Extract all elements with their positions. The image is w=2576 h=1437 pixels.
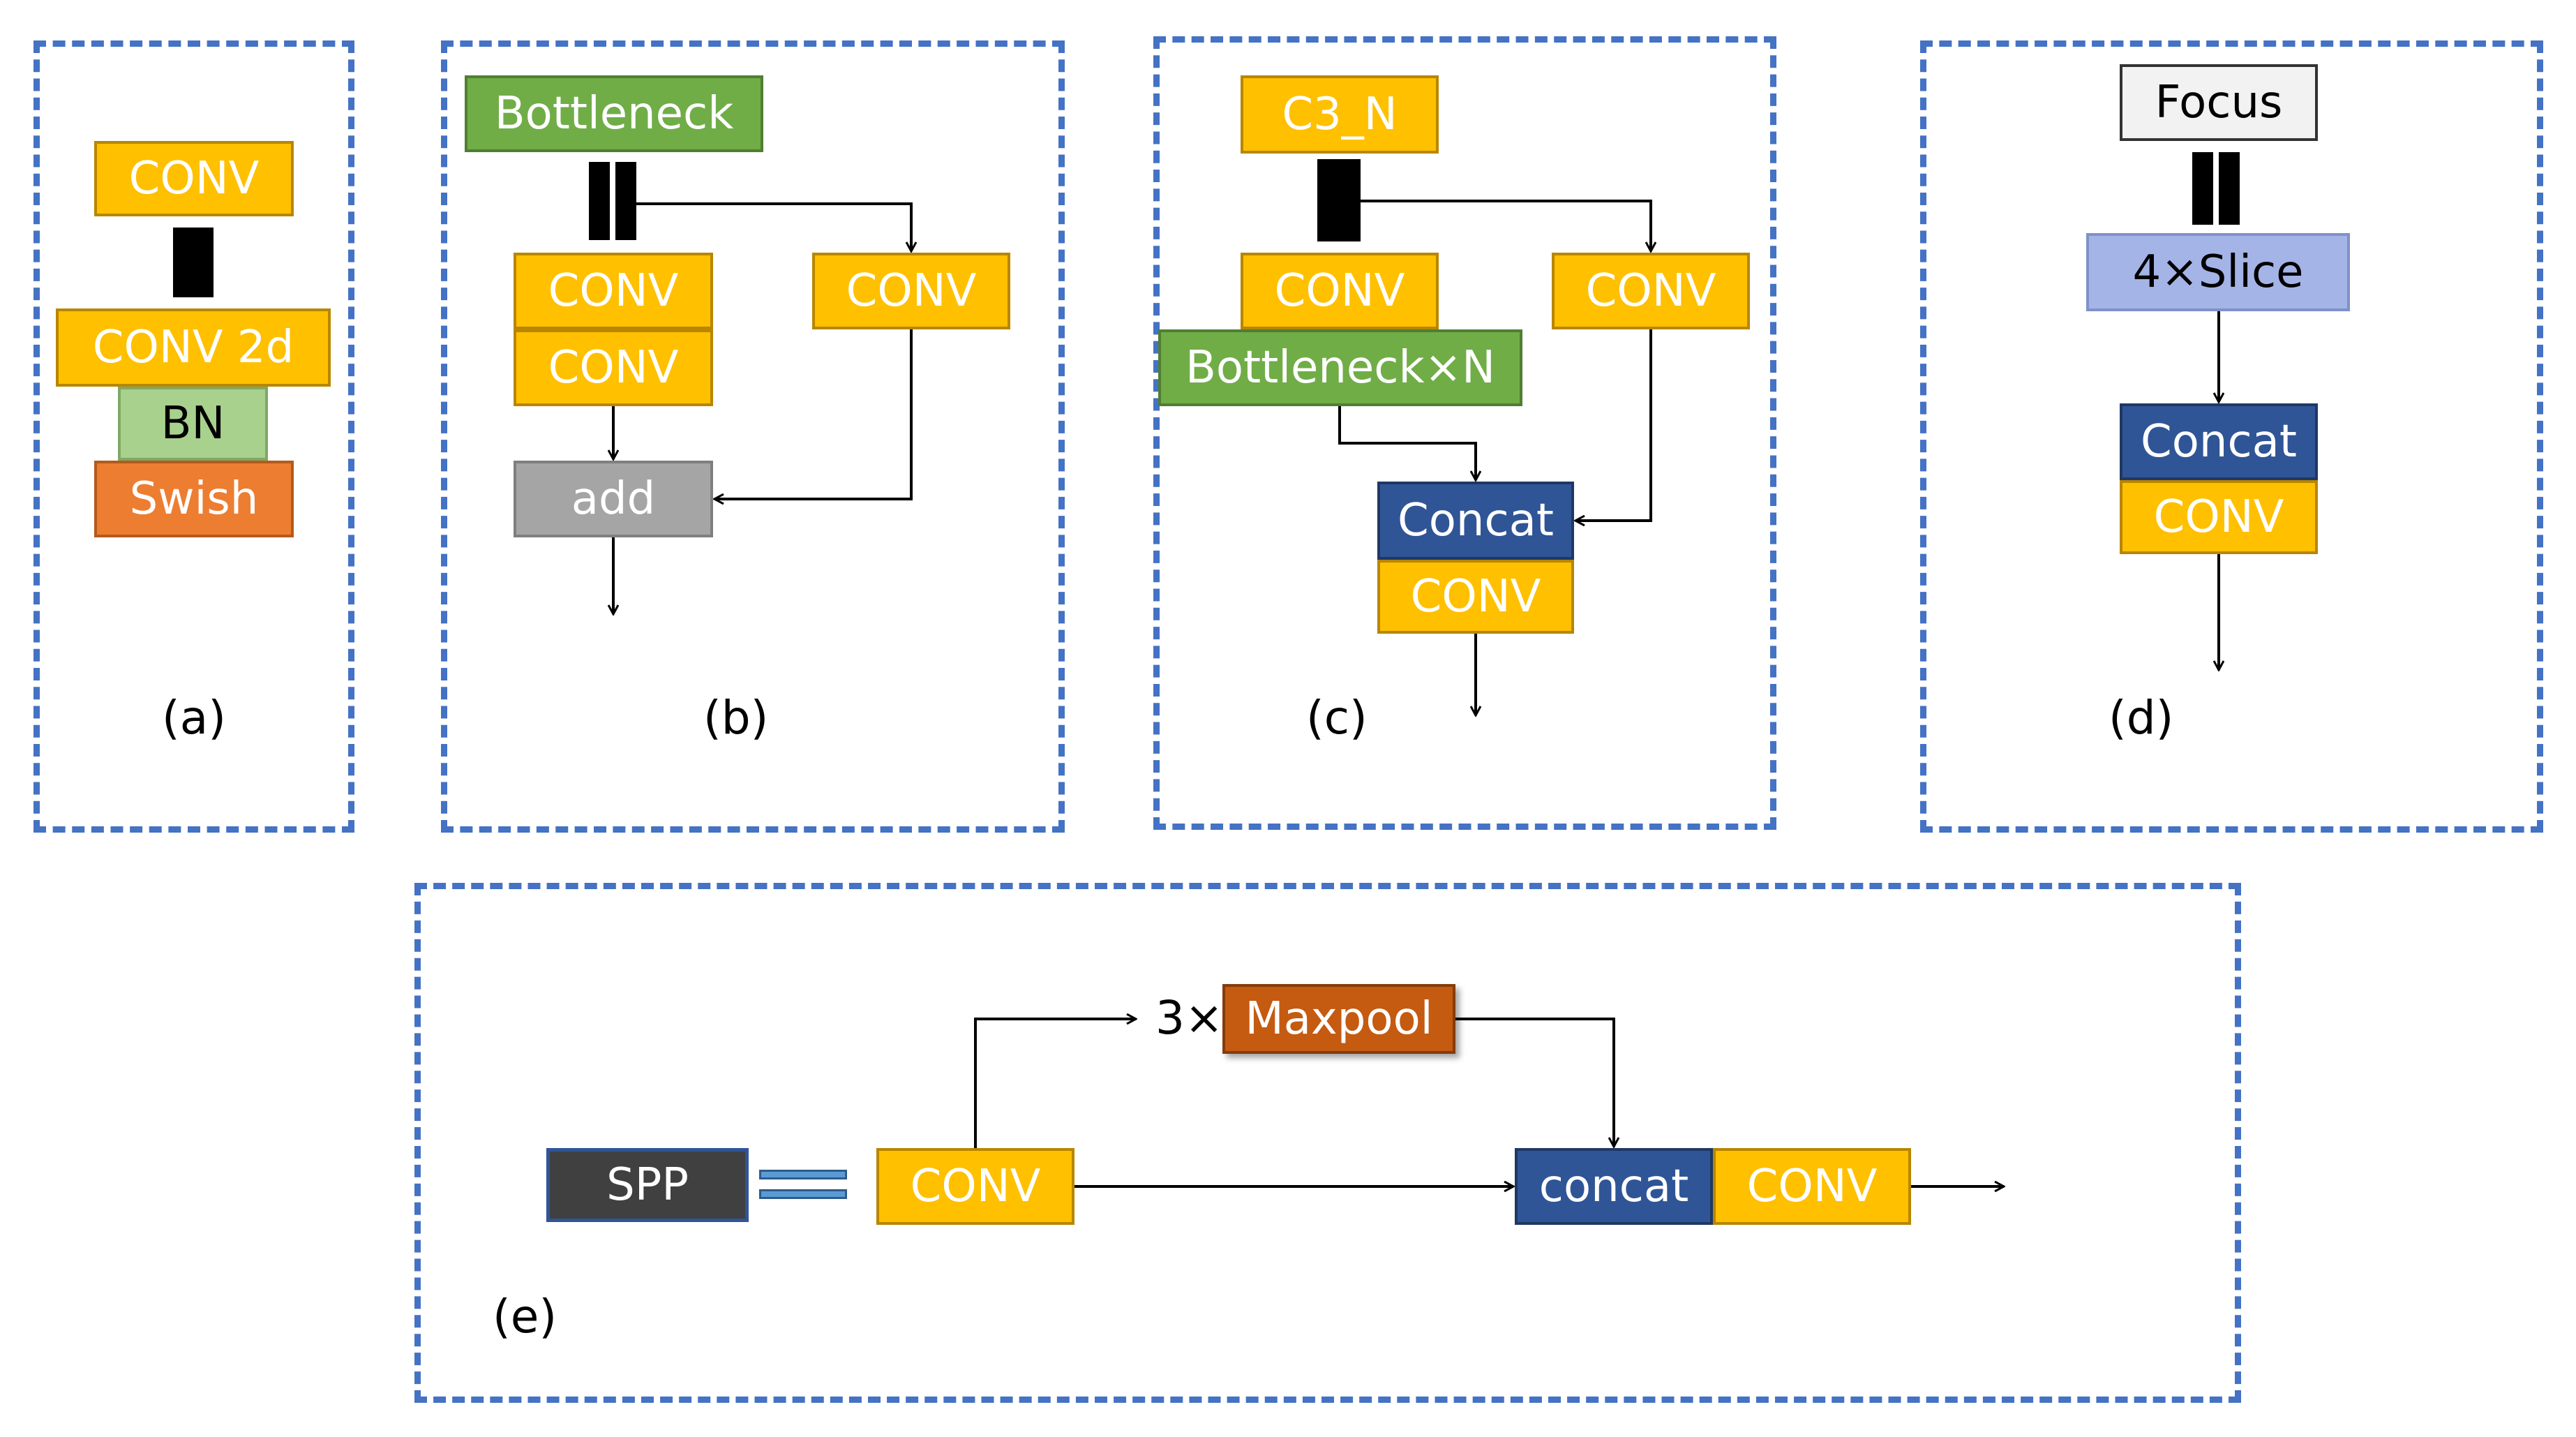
c3n-title-block: C3_N (1241, 75, 1439, 154)
bottleneck-n-block: Bottleneck×N (1158, 329, 1522, 406)
panel-b (441, 40, 1065, 833)
split-bar-left (2192, 152, 2213, 225)
connector-bar (173, 228, 214, 297)
panel-d (1920, 40, 2543, 833)
bottleneck-title-block: Bottleneck (465, 75, 763, 152)
conv-block: CONV (94, 141, 294, 216)
arrow-maxpool-to-concat (1455, 1018, 1614, 1147)
conv-block-in: CONV (876, 1148, 1074, 1225)
caption-c: (c) (1306, 691, 1368, 745)
spp-block: SPP (546, 1148, 749, 1222)
concat-block: concat (1515, 1148, 1713, 1225)
swish-block: Swish (94, 461, 294, 537)
concat-block: Concat (1377, 482, 1574, 560)
split-bar-left (589, 162, 610, 240)
add-block: add (514, 461, 713, 537)
arrow-bottleneck-to-concat (1338, 406, 1476, 480)
bn-block: BN (118, 387, 268, 461)
split-bar (1317, 159, 1361, 241)
split-bar-right (615, 162, 636, 240)
caption-a: (a) (162, 691, 226, 745)
caption-e: (e) (493, 1290, 557, 1343)
caption-b: (b) (703, 691, 769, 745)
arrow-conv-to-maxpool (974, 1019, 1136, 1148)
conv-block-left: CONV (1241, 253, 1439, 329)
split-bar-right (2219, 152, 2240, 225)
panel-c (1153, 36, 1776, 830)
focus-title-block: Focus (2120, 64, 2318, 141)
caption-d: (d) (2109, 691, 2174, 745)
equals-bar-bottom (759, 1189, 847, 1199)
panel-a (33, 40, 354, 833)
maxpool-block: Maxpool (1222, 984, 1455, 1054)
panel-e (414, 883, 2241, 1403)
arrow-split-to-right-conv (1361, 200, 1651, 251)
conv-block-right: CONV (1552, 253, 1750, 329)
conv-block-out: CONV (1377, 560, 1574, 634)
conv-block-1: CONV (514, 253, 713, 329)
conv-block-shortcut: CONV (812, 253, 1010, 329)
conv2d-block: CONV 2d (56, 308, 331, 387)
slice-block: 4×Slice (2086, 233, 2350, 311)
conv-block: CONV (2120, 480, 2318, 554)
arrow-shortcut-to-add (714, 329, 913, 499)
arrow-split-to-shortcut (636, 202, 911, 251)
arrow-right-conv-to-concat (1575, 329, 1652, 521)
equals-bar-top (759, 1170, 847, 1179)
multiplier-label: 3× (1155, 991, 1224, 1045)
concat-block: Concat (2120, 403, 2318, 480)
conv-block-out: CONV (1713, 1148, 1911, 1225)
conv-block-2: CONV (514, 329, 713, 406)
